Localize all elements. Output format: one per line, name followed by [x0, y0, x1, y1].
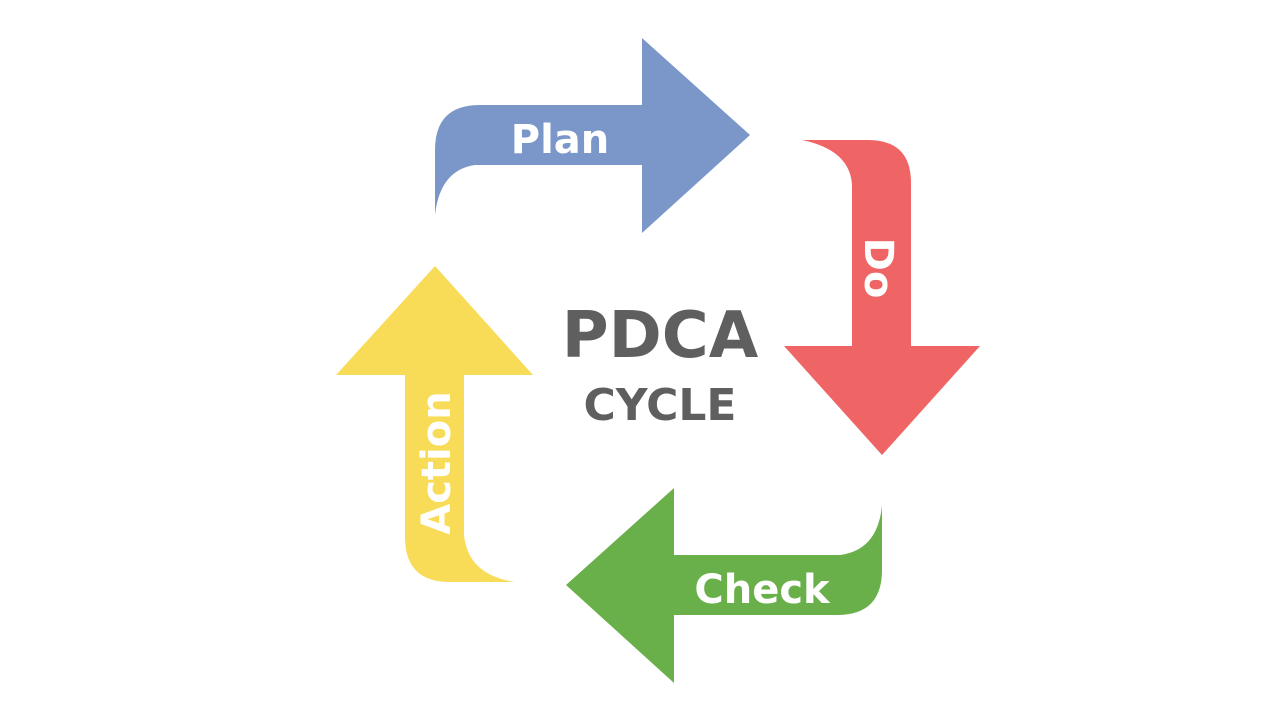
do-arrow-shape: [784, 140, 980, 455]
do-label: Do: [855, 238, 901, 299]
action-arrow-shape: [336, 266, 533, 582]
plan-arrow-shape: [435, 38, 750, 233]
check-arrow: Check: [566, 488, 882, 683]
check-label: Check: [694, 567, 831, 613]
plan-label: Plan: [511, 117, 610, 163]
plan-arrow: Plan: [435, 38, 750, 233]
check-arrow-shape: [566, 488, 882, 683]
do-arrow: Do: [784, 140, 980, 455]
action-arrow: Action: [336, 266, 533, 582]
action-label: Action: [414, 391, 460, 534]
center-subtitle: CYCLE: [584, 380, 737, 431]
center-title-group: PDCA CYCLE: [562, 299, 759, 431]
center-title: PDCA: [562, 299, 759, 373]
